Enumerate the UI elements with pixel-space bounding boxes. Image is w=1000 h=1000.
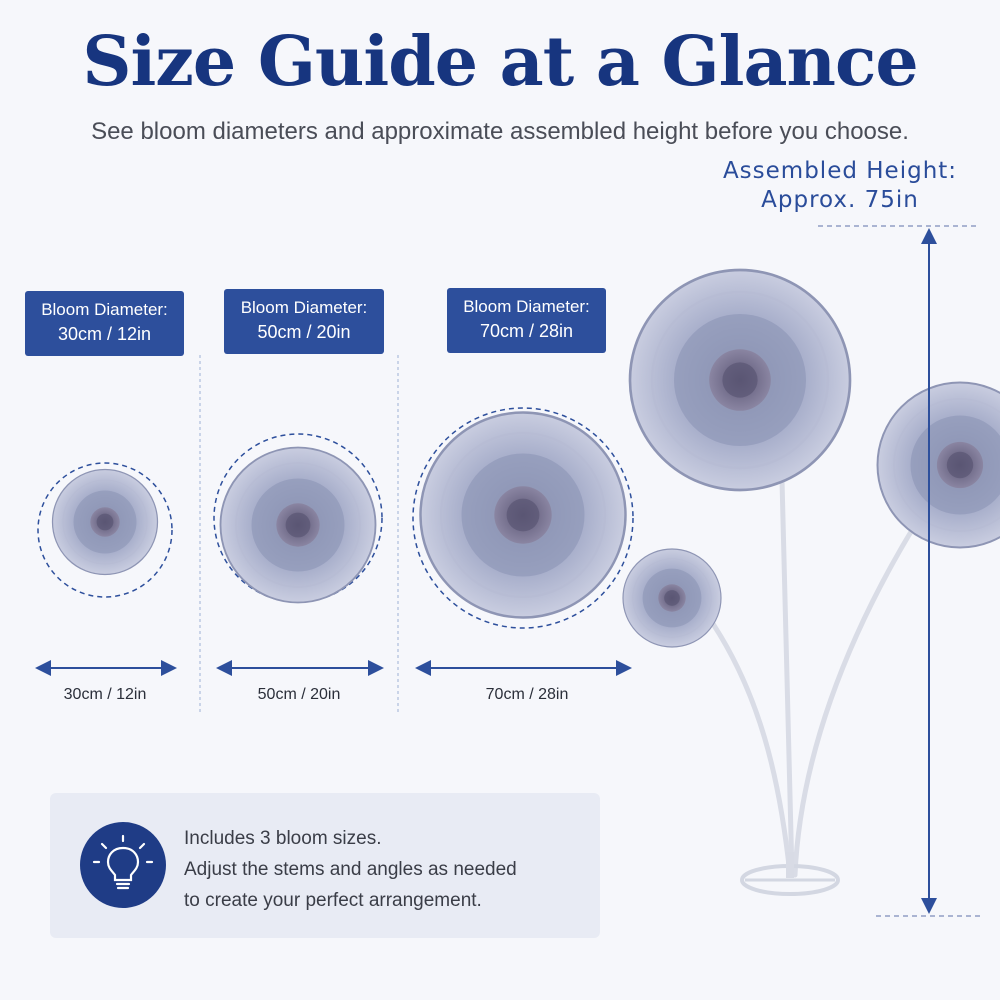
size-badge-label: Bloom Diameter: [240, 298, 368, 317]
stand-bloom-medium [876, 381, 1000, 549]
bloom-small [51, 468, 159, 576]
lightbulb-icon [80, 822, 166, 908]
size-badge-medium: Bloom Diameter: 50cm / 20in [224, 289, 384, 354]
dimension-label-medium: 50cm / 20in [257, 686, 341, 703]
bloom-outline-large [412, 407, 634, 629]
size-badge-value: 30cm / 12in [57, 324, 152, 344]
dimension-label-large: 70cm / 28in [485, 686, 569, 703]
tip-line-1: Includes 3 bloom sizes. [184, 828, 382, 849]
assembled-height-line2: Approx. 75in [761, 187, 919, 213]
bloom-outline-small [37, 462, 173, 598]
stand-bloom-small [622, 548, 722, 648]
page-title: Size Guide at a Glance [82, 22, 918, 102]
page-subtitle: See bloom diameters and approximate asse… [91, 118, 909, 145]
stand-base [740, 852, 840, 896]
size-badge-value: 70cm / 28in [479, 321, 574, 341]
size-badge-label: Bloom Diameter: [41, 300, 168, 319]
size-badge-small: Bloom Diameter: 30cm / 12in [25, 291, 184, 356]
dimension-label-small: 30cm / 12in [63, 686, 147, 703]
stand-bloom-large [628, 268, 852, 492]
bloom-medium [219, 446, 377, 604]
size-badge-value: 50cm / 20in [257, 322, 351, 342]
tip-text: Includes 3 bloom sizes. Adjust the stems… [184, 823, 517, 916]
bloom-outline-medium [213, 433, 383, 603]
tip-line-3: to create your perfect arrangement. [184, 890, 482, 911]
assembled-height-line1: Assembled Height: [722, 158, 958, 184]
assembled-height-label: Assembled Height: Approx. 75in [700, 157, 980, 215]
bloom-large [419, 411, 627, 619]
tip-line-2: Adjust the stems and angles as needed [184, 859, 517, 880]
size-badge-label: Bloom Diameter: [463, 297, 590, 316]
flower-stand [702, 477, 918, 878]
tip-card: Includes 3 bloom sizes. Adjust the stems… [50, 793, 600, 938]
size-badge-large: Bloom Diameter: 70cm / 28in [447, 288, 606, 353]
